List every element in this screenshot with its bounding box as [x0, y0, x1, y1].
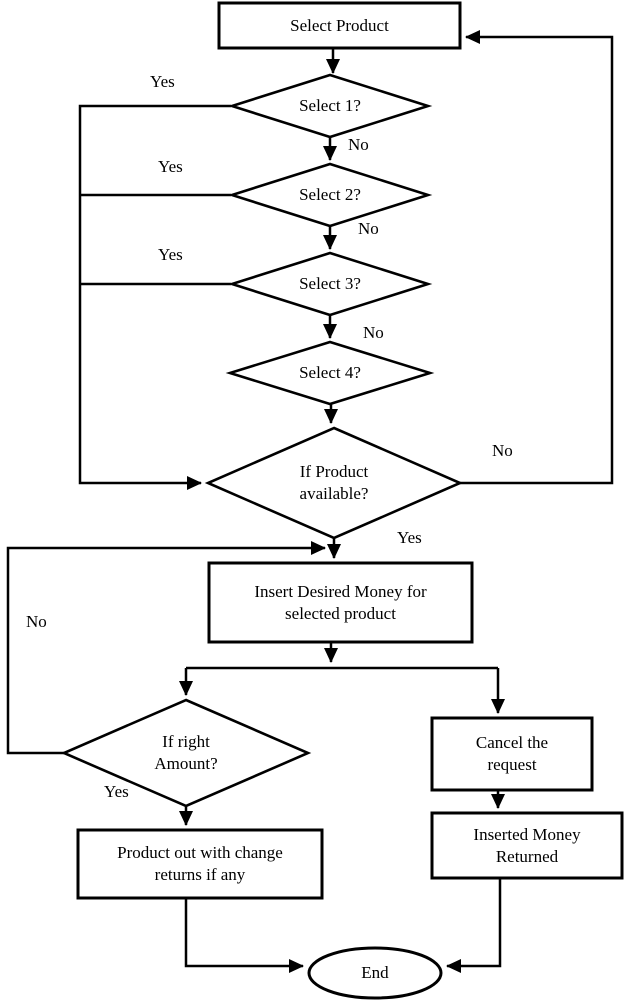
decision-diamond-select-3	[227, 251, 433, 317]
arrow-product-available-no-loop-to-select-product	[460, 30, 614, 485]
process-box-product-out	[76, 828, 324, 900]
process-box-cancel-request	[430, 716, 594, 792]
decision-diamond-select-4	[225, 340, 435, 406]
decision-diamond-select-2	[227, 162, 433, 228]
process-box-money-returned	[430, 811, 624, 880]
process-box-insert-money	[207, 561, 474, 644]
decision-diamond-product-available	[204, 426, 464, 540]
decision-diamond-right-amount	[60, 698, 312, 808]
arrow-money-returned-to-end	[446, 878, 502, 973]
arrow-yes-rail-to-product-available	[78, 104, 231, 490]
arrow-right-amount-no-loop-to-insert-money	[6, 541, 326, 755]
process-box-select-product	[217, 1, 462, 50]
arrow-product-out-to-end	[184, 898, 304, 973]
decision-diamond-select-1	[227, 73, 433, 139]
terminator-ellipse-end	[307, 946, 443, 1000]
